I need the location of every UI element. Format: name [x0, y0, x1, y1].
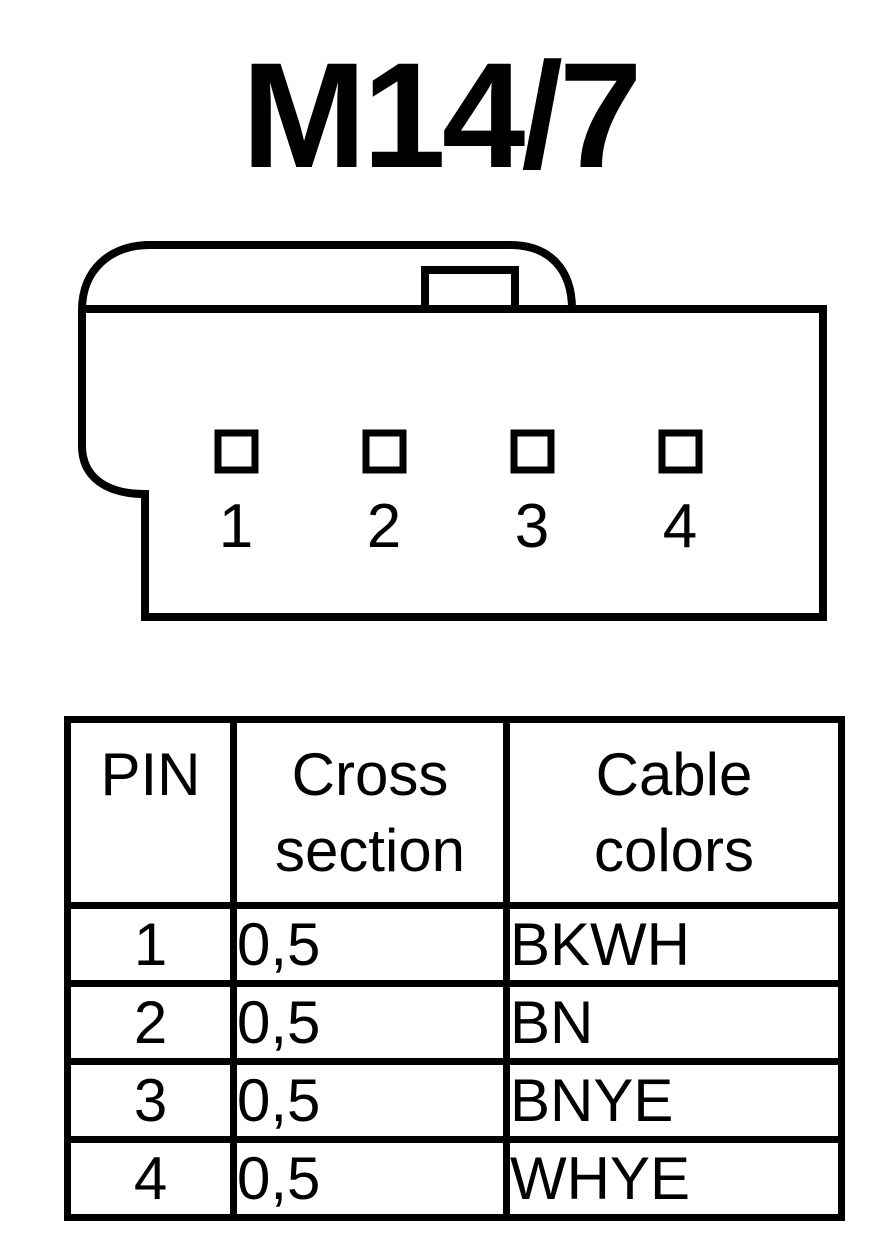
connector-latch [421, 266, 519, 309]
header-cable-colors: Cable colors [503, 716, 845, 909]
connector-housing [78, 241, 827, 621]
cross-section-value: 0,5 [230, 980, 510, 1065]
header-cable-colors-line-1: Cable [595, 741, 753, 808]
header-cross-section: Cross section [230, 716, 510, 909]
pin-4-label: 4 [663, 492, 697, 561]
header-pin: PIN [64, 716, 237, 909]
header-cross-section-line-1: Cross [291, 741, 449, 808]
cable-color-value: WHYE [503, 1136, 845, 1221]
cross-section-value: 0,5 [230, 902, 510, 987]
pin-number: 3 [64, 1058, 237, 1143]
pin-2-contact [362, 429, 407, 474]
pin-table: PIN Cross section Cable colors 1 0,5 BKW… [64, 716, 845, 1221]
pin-number: 2 [64, 980, 237, 1065]
header-cable-colors-line-2: colors [593, 817, 755, 884]
cable-color-value: BKWH [503, 902, 845, 987]
table-row: 1 0,5 BKWH [64, 902, 845, 987]
pin-4-contact [658, 429, 703, 474]
pin-1-contact [214, 429, 259, 474]
cable-color-value: BN [503, 980, 845, 1065]
cross-section-value: 0,5 [230, 1058, 510, 1143]
pin-3-label: 3 [515, 492, 549, 561]
header-pin-line: PIN [100, 741, 201, 808]
pin-3-contact [510, 429, 555, 474]
table-row: 4 0,5 WHYE [64, 1136, 845, 1221]
cable-color-value: BNYE [503, 1058, 845, 1143]
connector-diagram: 1 2 3 4 [78, 241, 827, 621]
pin-number: 1 [64, 902, 237, 987]
page-title: M14/7 [241, 31, 643, 199]
table-header-row: PIN Cross section Cable colors [64, 716, 845, 909]
pin-1-label: 1 [219, 492, 253, 561]
header-cross-section-line-2: section [274, 817, 466, 884]
pin-2-label: 2 [367, 492, 401, 561]
table-row: 2 0,5 BN [64, 980, 845, 1065]
table-row: 3 0,5 BNYE [64, 1058, 845, 1143]
pin-number: 4 [64, 1136, 237, 1221]
cross-section-value: 0,5 [230, 1136, 510, 1221]
